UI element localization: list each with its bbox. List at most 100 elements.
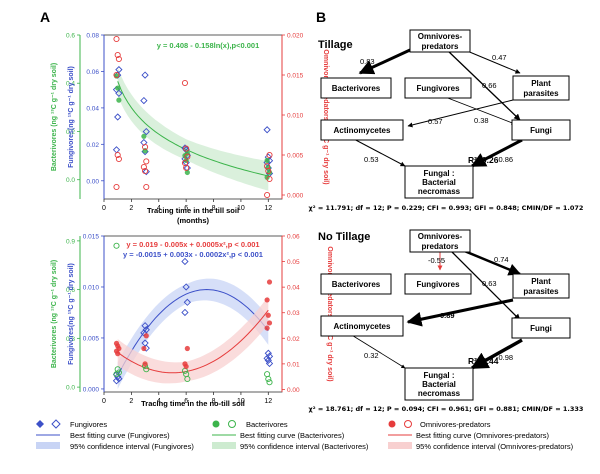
omni-point: [181, 79, 189, 87]
omni-point: [266, 279, 273, 285]
notillage-node-necromass-l3: necromass: [418, 389, 461, 398]
bottom-y-bacterivores-ticks: 0.00.30.60.9: [66, 236, 81, 392]
x-tick-label: 0: [102, 398, 106, 405]
bottom-fit-equation-fungivores: y = -0.0015 + 0.003x - 0.0002x²,p < 0.00…: [123, 250, 263, 259]
tillage-title: Tillage: [318, 39, 353, 51]
x-tick-label: 6: [184, 398, 188, 405]
notillage-node-omnivores-l2: predators: [422, 242, 459, 251]
fung-ci-band: [117, 278, 269, 389]
legend-fungivores-filled-diamond: [36, 420, 44, 428]
tillage-node-actinomycetes: [320, 119, 404, 141]
notillage-node-omnivores: [409, 229, 471, 253]
x-tick-label: 10: [237, 398, 245, 405]
bact-point: [143, 366, 150, 373]
omni-point: [184, 345, 190, 352]
omni-point: [264, 325, 270, 331]
legend-bacterivores-ci-swatch: [212, 442, 236, 449]
x-tick-label: 2: [129, 398, 133, 405]
diagram-tillage: Tillage 0.83 0.47 0.66 0.38 0.57 0.53 -0…: [309, 29, 583, 212]
omni-point: [265, 312, 271, 318]
x-tick-label: 0: [102, 205, 106, 212]
notillage-arrow-plant-actino: [406, 298, 514, 327]
omni-point: [114, 151, 121, 159]
fung-y-tick-label: 0.00: [86, 178, 99, 185]
omni-point: [114, 51, 121, 59]
omni-point: [115, 155, 122, 163]
omni-point: [265, 167, 272, 175]
legend-omnivores-open-circle: [404, 420, 412, 428]
omni-y-tick-label: 0.00: [287, 387, 300, 394]
bottom-y-label-fungivores: Fungivores(ng ¹³C g⁻¹ dry soil): [68, 263, 75, 365]
x-tick-label: 12: [264, 398, 272, 405]
fung-point: [115, 65, 123, 74]
omni-point: [115, 351, 121, 357]
notillage-node-fungivores: [404, 273, 472, 295]
bottom-plot-area: [112, 242, 274, 389]
notillage-node-plant-l1: Plant: [531, 277, 551, 286]
fung-y-tick-label: 0.08: [86, 33, 99, 40]
omni-point: [115, 55, 122, 63]
notillage-coef-omni-fungiv: -0.55: [428, 256, 445, 265]
panel-label-b: B: [316, 9, 326, 25]
tillage-coef-fungi-actino: 0.57: [428, 117, 443, 126]
tillage-r-squared: R²=0.26: [468, 155, 499, 165]
top-y-bacterivores-ticks: 0.00.20.40.6: [66, 33, 81, 199]
omni-point: [143, 158, 150, 165]
notillage-node-actinomycetes-label: Actinomycetes: [334, 322, 391, 331]
tillage-node-fungivores-label: Fungivores: [416, 84, 460, 93]
omni-point: [142, 361, 148, 367]
top-y-label-omnivores: Omnivores-predators(ng ¹³C g⁻¹ dry soil): [322, 49, 329, 184]
notillage-coef-fungi-necro: -0.98: [496, 353, 513, 362]
legend-bacterivores-ci-label: 95% confidence interval (Bacterivores): [240, 442, 369, 451]
notillage-arrow-fungi-necro: [470, 338, 523, 370]
notillage-arrow-omni-plant: [461, 248, 522, 276]
x-tick-label: 4: [157, 205, 161, 212]
omni-y-tick-label: 0.01: [287, 361, 300, 368]
fung-point: [141, 322, 149, 330]
fung-point: [141, 71, 149, 79]
fung-y-tick-label: 0.000: [83, 386, 100, 393]
fung-point: [112, 377, 121, 385]
bact-ci-band: [117, 67, 269, 191]
legend-fungivores-ci-swatch: [36, 442, 60, 449]
fung-point: [181, 308, 189, 317]
omni-point: [113, 71, 120, 79]
tillage-node-omnivores-l1: Omnivores-: [418, 32, 463, 41]
tillage-node-fungi: [511, 119, 571, 141]
bact-y-tick-label: 0.0: [66, 385, 75, 392]
tillage-arrow-fungiv-fungi: [439, 94, 516, 125]
legend-omnivores-ci-label: 95% confidence interval (Omnivores-preda…: [416, 442, 574, 451]
fung-point: [183, 298, 191, 306]
bact-y-tick-label: 0.6: [66, 287, 75, 294]
omni-point: [183, 363, 189, 370]
legend-omnivores-ci-swatch: [388, 442, 412, 449]
fung-point: [140, 138, 148, 147]
x-tick-label: 10: [237, 205, 245, 212]
tillage-node-necromass-l2: Bacterial: [422, 178, 456, 187]
notillage-coef-plant-actino: 0.89: [440, 311, 455, 320]
legend-fungivores-curve-label: Best fitting curve (Fungivores): [70, 431, 170, 440]
tillage-coef-omni-fungi: 0.66: [482, 81, 497, 90]
notillage-node-plant-l2: parasites: [523, 287, 559, 296]
notillage-node-necromass-l1: Fungal :: [423, 371, 454, 380]
fung-y-tick-label: 0.06: [86, 69, 99, 76]
fung-point: [181, 257, 189, 266]
tillage-node-fungi-label: Fungi: [530, 126, 552, 135]
tillage-arrow-omni-fungi: [446, 49, 521, 121]
fung-point: [114, 113, 122, 121]
tillage-node-bacterivores: [320, 77, 392, 99]
bact-point: [115, 85, 121, 91]
notillage-coef-actino-necro: 0.32: [364, 351, 379, 360]
tillage-node-omnivores: [409, 29, 471, 53]
fung-point: [182, 283, 190, 291]
omni-point: [141, 345, 147, 352]
x-tick-label: 4: [157, 398, 161, 405]
notillage-node-bacterivores-label: Bacterivores: [332, 280, 381, 289]
panel-label-a: A: [40, 9, 50, 25]
fung-y-tick-label: 0.015: [83, 234, 100, 241]
tillage-node-actinomycetes-label: Actinomycetes: [334, 126, 391, 135]
fung-point: [263, 354, 271, 362]
